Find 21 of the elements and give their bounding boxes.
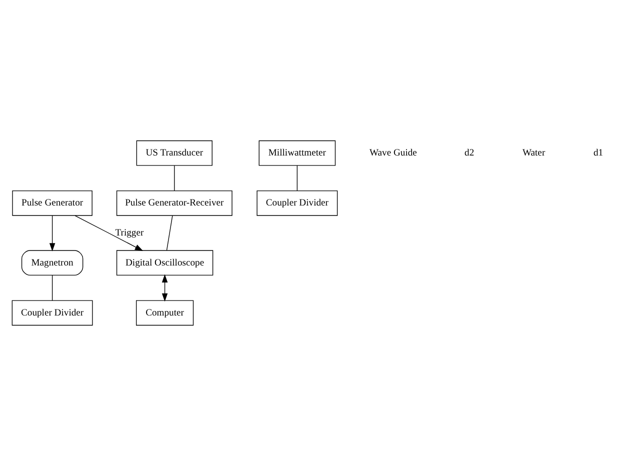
node-box: US Transducer — [136, 140, 212, 166]
arrow — [49, 215, 56, 252]
connector — [296, 165, 298, 192]
node-box: Coupler Divider — [256, 190, 338, 216]
label: d1 — [594, 148, 604, 159]
connector — [166, 215, 173, 251]
connector — [52, 274, 53, 301]
node-box: Digital Oscilloscope — [116, 250, 214, 276]
edge-label: Trigger — [115, 228, 144, 239]
node-box: Magnetron — [21, 250, 84, 276]
label: d2 — [464, 148, 474, 159]
arrow — [162, 274, 168, 302]
node-box: Computer — [136, 300, 194, 326]
node-box: Pulse Generator — [12, 190, 92, 216]
connector — [174, 165, 175, 192]
label: Wave Guide — [369, 148, 417, 159]
label: Water — [522, 148, 546, 159]
arrow — [74, 215, 144, 251]
node-box: Coupler Divider — [12, 300, 93, 326]
node-box: Milliwattmeter — [258, 140, 336, 166]
node-box: Pulse Generator-Receiver — [116, 190, 232, 216]
